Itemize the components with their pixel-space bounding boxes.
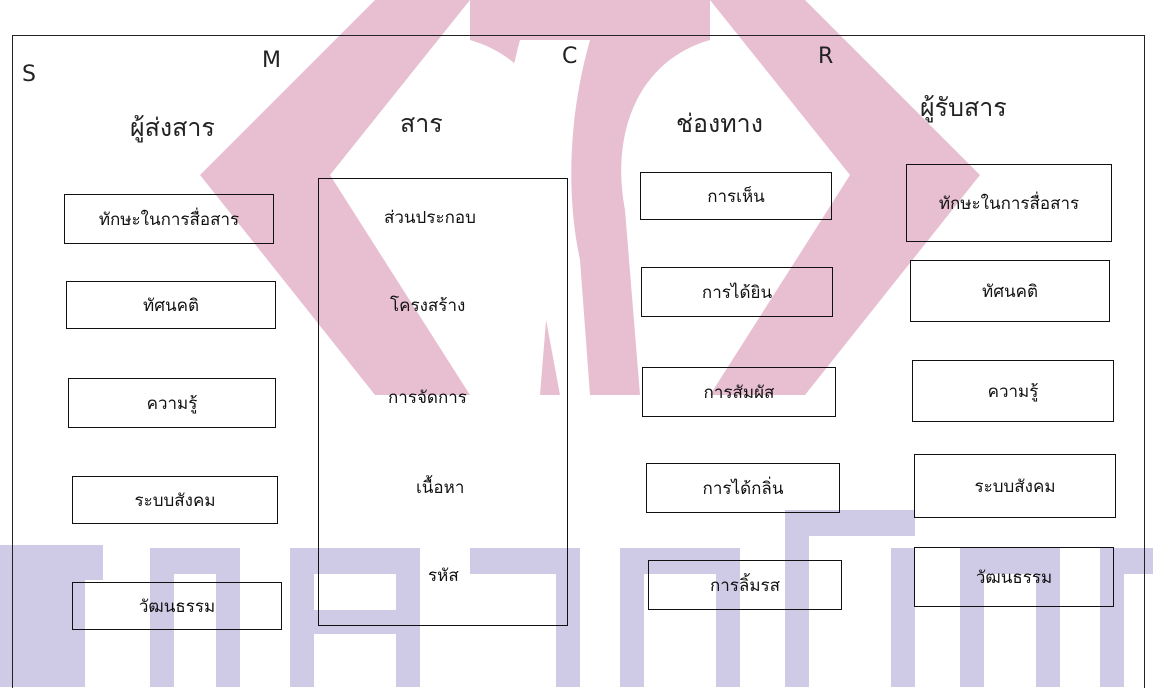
sender-box-skills: ทักษะในการสื่อสาร: [64, 194, 274, 244]
message-item-code: รหัส: [428, 566, 459, 586]
letter-c: C: [562, 44, 578, 69]
sender-box-social-system: ระบบสังคม: [72, 476, 278, 524]
watermark-bottom-text: [0, 510, 1153, 687]
heading-message: สาร: [400, 109, 443, 138]
heading-channel: ช่องทาง: [676, 109, 763, 138]
receiver-box-knowledge: ความรู้: [912, 360, 1114, 422]
message-box: [318, 178, 568, 626]
message-item-content: เนื้อหา: [416, 478, 465, 498]
letter-s: S: [22, 62, 36, 87]
channel-box-smelling: การได้กลิ่น: [646, 463, 840, 513]
receiver-box-social-system: ระบบสังคม: [914, 454, 1116, 518]
watermark-left-chevron: [200, 0, 470, 395]
sender-box-knowledge: ความรู้: [68, 378, 276, 428]
watermark-right-chevron: [710, 0, 980, 395]
receiver-box-attitude: ทัศนคติ: [910, 260, 1110, 322]
receiver-box-skills: ทักษะในการสื่อสาร: [906, 164, 1112, 242]
channel-box-tasting: การลิ้มรส: [648, 560, 842, 610]
channel-box-hearing: การได้ยิน: [641, 267, 833, 317]
message-item-treatment: การจัดการ: [388, 388, 467, 408]
sender-box-culture: วัฒนธรรม: [72, 582, 282, 630]
watermark-center-shape: [470, 0, 710, 395]
message-item-elements: ส่วนประกอบ: [384, 208, 476, 228]
channel-box-touching: การสัมผัส: [642, 367, 836, 417]
heading-sender: ผู้ส่งสาร: [130, 113, 215, 142]
message-item-structure: โครงสร้าง: [390, 296, 466, 316]
heading-receiver: ผู้รับสาร: [920, 93, 1007, 122]
letter-m: M: [262, 48, 281, 73]
sender-box-attitude: ทัศนคติ: [66, 281, 276, 329]
letter-r: R: [818, 44, 834, 69]
diagram-frame: [12, 35, 1145, 688]
channel-box-seeing: การเห็น: [640, 172, 832, 220]
receiver-box-culture: วัฒนธรรม: [914, 547, 1114, 607]
